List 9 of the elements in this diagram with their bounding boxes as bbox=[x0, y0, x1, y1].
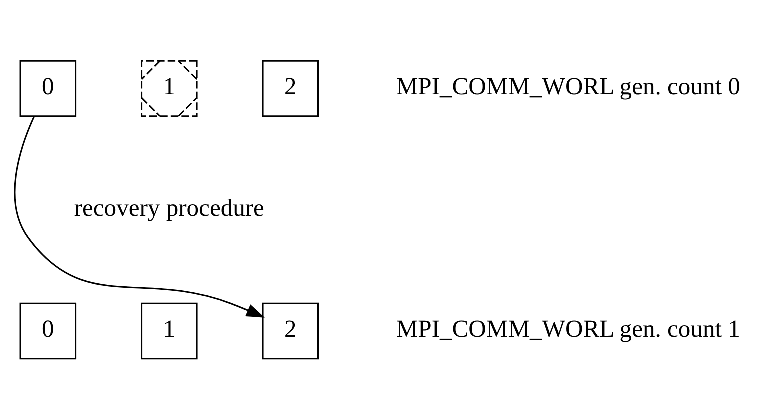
arrow bbox=[14, 116, 265, 318]
label: MPI_COMM_WORL gen. count 1 bbox=[396, 316, 740, 344]
label: MPI_COMM_WORL gen. count 0 bbox=[396, 74, 740, 101]
node-box: 2 bbox=[262, 60, 320, 118]
label: recovery procedure bbox=[74, 194, 264, 222]
node-box: 0 bbox=[20, 302, 77, 360]
node-box: 0 bbox=[20, 60, 77, 118]
node-box: 1 bbox=[141, 302, 198, 360]
node-box: 2 bbox=[262, 302, 320, 360]
